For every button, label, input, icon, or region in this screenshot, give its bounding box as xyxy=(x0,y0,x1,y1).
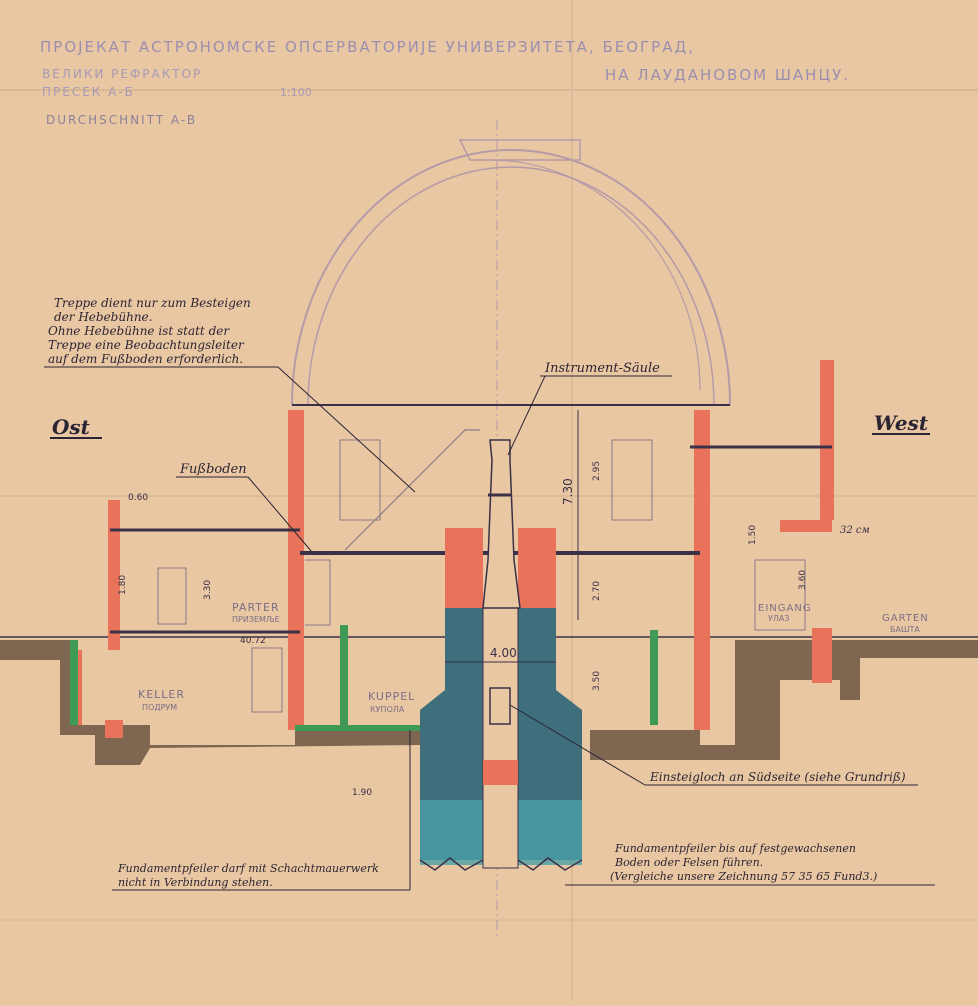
pier-brick-left xyxy=(445,528,483,608)
note-manhole-leader xyxy=(509,704,646,786)
west-beam xyxy=(780,520,832,532)
slit-shutter xyxy=(489,159,701,391)
instrument-column xyxy=(482,439,521,609)
insulation-east xyxy=(70,640,78,725)
note-floor: Fußboden xyxy=(179,462,247,477)
dim-height: 7.30 xyxy=(561,478,575,505)
note-pier-left-2: nicht in Verbindung stehen. xyxy=(118,876,273,889)
west-label: West xyxy=(874,411,929,435)
dome-slit xyxy=(458,139,581,161)
room-garten: GARTEN xyxy=(882,613,929,624)
subtitle-1: ВЕЛИКИ РЕФРАКТОР xyxy=(42,67,202,81)
wall-east-outer xyxy=(108,500,120,650)
scale-label: 1:100 xyxy=(280,86,312,99)
stairs xyxy=(344,429,480,551)
room-kuppel-cyr: КУПОЛА xyxy=(370,705,405,714)
dim-d9: 1.90 xyxy=(352,788,372,798)
note-pier-right-1: Fundamentpfeiler bis auf festgewachsenen xyxy=(614,842,856,855)
section-label-de: DURCHSCHNITT A-B xyxy=(46,113,197,127)
dim-d1: 2.70 xyxy=(592,581,602,601)
room-garten-cyr: БАШТА xyxy=(890,625,920,634)
dim-d11: 40.72 xyxy=(240,636,266,646)
note-pier-right-3: (Vergleiche unsere Zeichnung 57 35 65 Fu… xyxy=(610,870,877,883)
shaft xyxy=(482,607,519,869)
note-manhole: Einsteigloch an Südseite (siehe Grundriß… xyxy=(649,770,906,784)
note-stairs-5: auf dem Fußboden erforderlich. xyxy=(48,352,243,366)
door-keller xyxy=(251,647,283,713)
dome-inner xyxy=(307,166,715,406)
room-eingang-cyr: УЛАЗ xyxy=(768,614,790,623)
dim-d4: 2.95 xyxy=(592,461,602,481)
east-label: Ost xyxy=(52,415,91,439)
window-parterre xyxy=(157,567,187,625)
subtitle-2: ПРЕСЕК А-Б xyxy=(42,85,135,99)
shaft-brick xyxy=(483,760,518,785)
pier-brick-right xyxy=(518,528,556,608)
title-line2: НА ЛАУДАНОВОМ ШАНЦУ. xyxy=(605,66,850,84)
manhole xyxy=(489,687,511,725)
insulation-kuppel xyxy=(340,625,348,725)
insulation-floor xyxy=(295,725,435,731)
note-pier-left-1: Fundamentpfeiler darf mit Schachtmauerwe… xyxy=(117,862,379,875)
note-stairs-leader xyxy=(277,366,416,493)
note-pier-right-2: Boden oder Felsen führen. xyxy=(614,856,763,869)
dim-d3: 3.60 xyxy=(798,570,808,590)
note-stairs-3: Ohne Hebebühne ist statt der xyxy=(48,324,230,338)
window-drum-west xyxy=(611,439,653,521)
room-keller: KELLER xyxy=(138,688,185,701)
wall-west-parapet xyxy=(820,360,834,520)
dim-width: 4.00 xyxy=(490,646,517,660)
note-column-leader xyxy=(507,375,546,456)
note-stairs-1: Treppe dient nur zum Besteigen xyxy=(54,296,251,310)
room-kuppel: KUPPEL xyxy=(368,690,415,703)
room-parterre: PARTER xyxy=(232,601,280,614)
dim-d7: 0.60 xyxy=(128,493,148,503)
footing xyxy=(105,720,123,738)
door-eingang xyxy=(754,559,806,631)
note-floor-leader xyxy=(247,476,313,553)
room-keller-cyr: ПОДРУМ xyxy=(142,703,177,712)
room-parterre-cyr: ПРИЗЕМЉЕ xyxy=(232,615,280,624)
pier-concrete-right xyxy=(518,608,582,860)
pier-break-line xyxy=(419,857,583,871)
wall-east-drum xyxy=(288,410,304,730)
room-eingang: EINGANG xyxy=(758,603,812,614)
title-line1: ПРОЈЕКАТ АСТРОНОМСКЕ ОПСЕРВАТОРИЈЕ УНИВЕ… xyxy=(40,38,695,56)
wall-west-foundation xyxy=(812,628,832,683)
note-stairs: Treppe dient nur zum Besteigen der Hebeb… xyxy=(44,296,416,493)
insulation-west xyxy=(650,630,658,725)
earth-right xyxy=(590,640,978,760)
stairs-lower xyxy=(305,559,331,626)
dim-d10: 32 см xyxy=(840,525,870,536)
dim-d2: 3.50 xyxy=(592,671,602,691)
note-stairs-2: der Hebebühne. xyxy=(54,310,152,324)
dim-d6: 3.30 xyxy=(203,580,213,600)
wall-west-drum xyxy=(694,410,710,730)
note-column: Instrument-Säule xyxy=(544,361,660,376)
note-stairs-4: Treppe eine Beobachtungsleiter xyxy=(48,338,245,352)
window-drum-east xyxy=(339,439,381,521)
dim-d8: 1.50 xyxy=(748,525,758,545)
dim-d5: 1.80 xyxy=(118,575,128,595)
dome-outer xyxy=(291,149,731,406)
pier-concrete-left xyxy=(420,608,483,860)
